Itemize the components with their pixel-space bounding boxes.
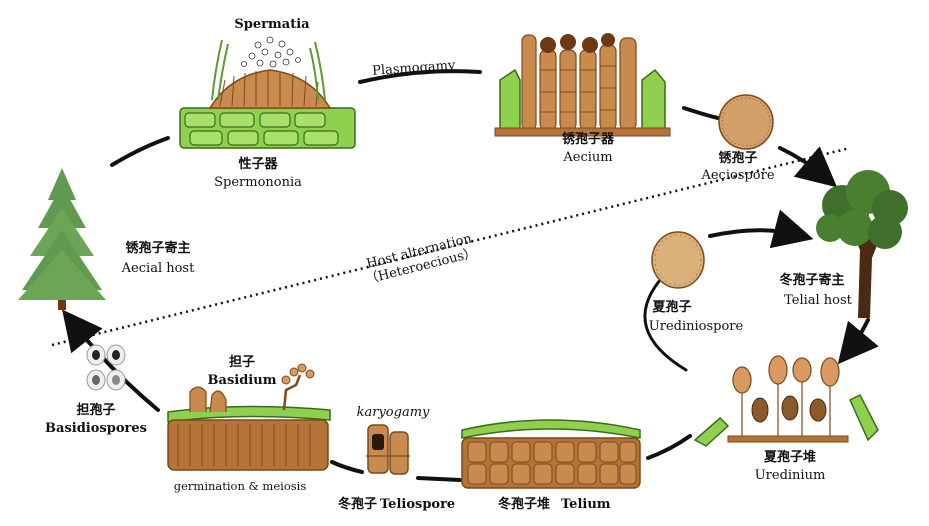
arrow-basidiospores-to-aecial-host bbox=[62, 309, 160, 412]
arrow-host-to-uredinium bbox=[837, 318, 879, 365]
telium-illustration bbox=[461, 419, 641, 489]
aeciospore-zh-label: 锈孢子 bbox=[718, 150, 757, 166]
host-alternation-line bbox=[51, 146, 851, 347]
pine-tree-icon bbox=[18, 168, 106, 310]
germination-label: germination & meiosis bbox=[174, 479, 307, 493]
basidiospores-en-label: Basidiospores bbox=[45, 421, 147, 436]
spermatia-label: Spermatia bbox=[234, 17, 310, 32]
arrow-uredinium-to-telium bbox=[646, 434, 692, 460]
telial-host-zh-label: 冬孢子寄主 bbox=[779, 272, 844, 288]
telium-en-label: Telium bbox=[561, 497, 611, 512]
aecial-host-en-label: Aecial host bbox=[121, 261, 195, 276]
arrow-aecial-host-to-spermogonia bbox=[110, 136, 170, 167]
urediniospore-en-label: Urediniospore bbox=[649, 319, 744, 334]
aeciospore-illustration bbox=[718, 94, 774, 150]
spermogonia-zh-label: 性子器 bbox=[238, 156, 278, 172]
basidium-zh-label: 担子 bbox=[229, 354, 255, 370]
basidium-illustration bbox=[167, 363, 331, 471]
spermogonium-illustration bbox=[179, 36, 356, 149]
aecial-host-zh-label: 锈孢子寄主 bbox=[125, 240, 190, 256]
spermogonia-en-label: Spermononia bbox=[214, 175, 302, 190]
uredinium-illustration bbox=[693, 355, 879, 447]
basidium-en-label: Basidium bbox=[208, 373, 277, 388]
teliospore-illustration bbox=[366, 424, 410, 475]
basidiospores-zh-label: 担孢子 bbox=[76, 402, 115, 418]
uredinium-zh-label: 夏孢子堆 bbox=[763, 449, 816, 465]
arrow-aecium-to-aeciospore bbox=[682, 106, 720, 120]
arrow-spermogonia-to-aecium bbox=[358, 69, 482, 84]
arrow-teliospore-to-basidium bbox=[330, 460, 364, 474]
arrow-urediniospore-to-telial-host bbox=[708, 209, 814, 249]
cycle-arrows bbox=[62, 69, 879, 482]
karyogamy-label: karyogamy bbox=[357, 405, 430, 420]
teliospore-zh-label: 冬孢子 bbox=[338, 496, 377, 512]
arrow-telium-to-teliospore bbox=[416, 476, 462, 482]
urediniospore-illustration bbox=[651, 231, 705, 289]
teliospore-en-label: Teliospore bbox=[380, 497, 455, 512]
urediniospore-zh-label: 夏孢子 bbox=[651, 299, 691, 315]
aecium-illustration bbox=[494, 33, 671, 137]
uredinium-en-label: Uredinium bbox=[755, 468, 826, 483]
plasmogamy-label: Plasmogamy bbox=[372, 58, 457, 79]
arrow-aeciospore-to-telial-host bbox=[778, 146, 838, 188]
basidiospores-illustration bbox=[86, 344, 126, 391]
aecium-zh-label: 锈孢子器 bbox=[562, 131, 615, 147]
telial-host-en-label: Telial host bbox=[784, 293, 853, 308]
aecium-en-label: Aecium bbox=[562, 150, 612, 165]
deciduous-tree-icon bbox=[816, 170, 908, 318]
arrow-repeating-cycle bbox=[643, 278, 688, 372]
telium-zh-label: 冬孢子堆 bbox=[498, 496, 550, 512]
aeciospore-en-label: Aeciospore bbox=[700, 168, 774, 183]
